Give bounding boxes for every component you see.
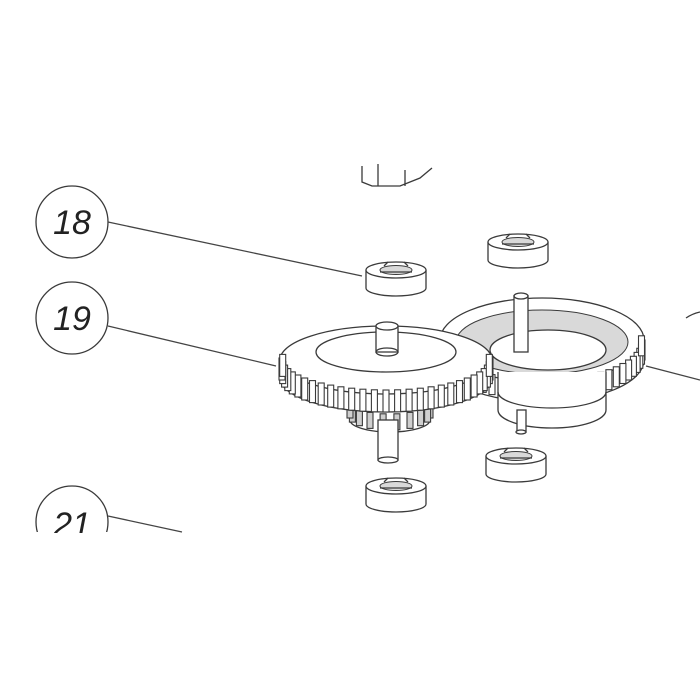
gear-tooth <box>612 366 620 388</box>
bearing-18 <box>365 261 427 297</box>
gear-tooth <box>348 387 356 411</box>
gear-tooth <box>619 362 627 385</box>
callout-19-label: 19 <box>53 300 91 338</box>
bearing-top-right <box>487 233 549 269</box>
gear-tooth <box>301 377 309 401</box>
gear-tooth <box>416 387 424 411</box>
callout-21: 21 <box>0 485 700 700</box>
gear-tooth <box>605 369 613 391</box>
gear-tooth <box>394 389 402 413</box>
housing-fragment <box>361 164 433 187</box>
gear-tooth <box>485 353 493 377</box>
gear-tooth <box>463 377 471 401</box>
bearing-bottom-right <box>485 447 547 483</box>
gear-tooth <box>317 382 325 406</box>
callout-18: 18 <box>35 185 363 277</box>
callout-19-leader <box>107 325 277 367</box>
gear-tooth <box>417 409 425 427</box>
spur-gear-19 <box>278 321 494 464</box>
bearing-bottom-left <box>365 477 427 513</box>
gear-tooth <box>455 380 464 404</box>
gear-tooth <box>405 388 413 412</box>
callout-18-leader <box>107 221 363 277</box>
gear-tooth <box>337 386 345 410</box>
right-leader <box>645 365 700 381</box>
gear-tooth <box>437 384 445 408</box>
gear-tooth <box>308 380 317 404</box>
gear-tooth <box>470 374 478 398</box>
gear-tooth <box>327 384 335 408</box>
gear-tooth <box>625 359 633 381</box>
callout-18-label: 18 <box>53 204 91 242</box>
gear-tooth <box>427 386 435 410</box>
gear-tooth <box>355 409 363 427</box>
gear-tooth <box>366 411 374 429</box>
callout-19: 19 <box>35 281 277 367</box>
gear-tooth <box>447 382 455 406</box>
edge-fragment <box>685 311 700 319</box>
gear-tooth <box>279 353 287 377</box>
gear-tooth <box>370 389 378 413</box>
callout-21-leader <box>107 515 183 533</box>
gear-tooth <box>382 389 390 413</box>
gear-tooth <box>359 388 367 412</box>
gear-tooth <box>637 335 646 357</box>
gear-tooth <box>406 411 414 429</box>
